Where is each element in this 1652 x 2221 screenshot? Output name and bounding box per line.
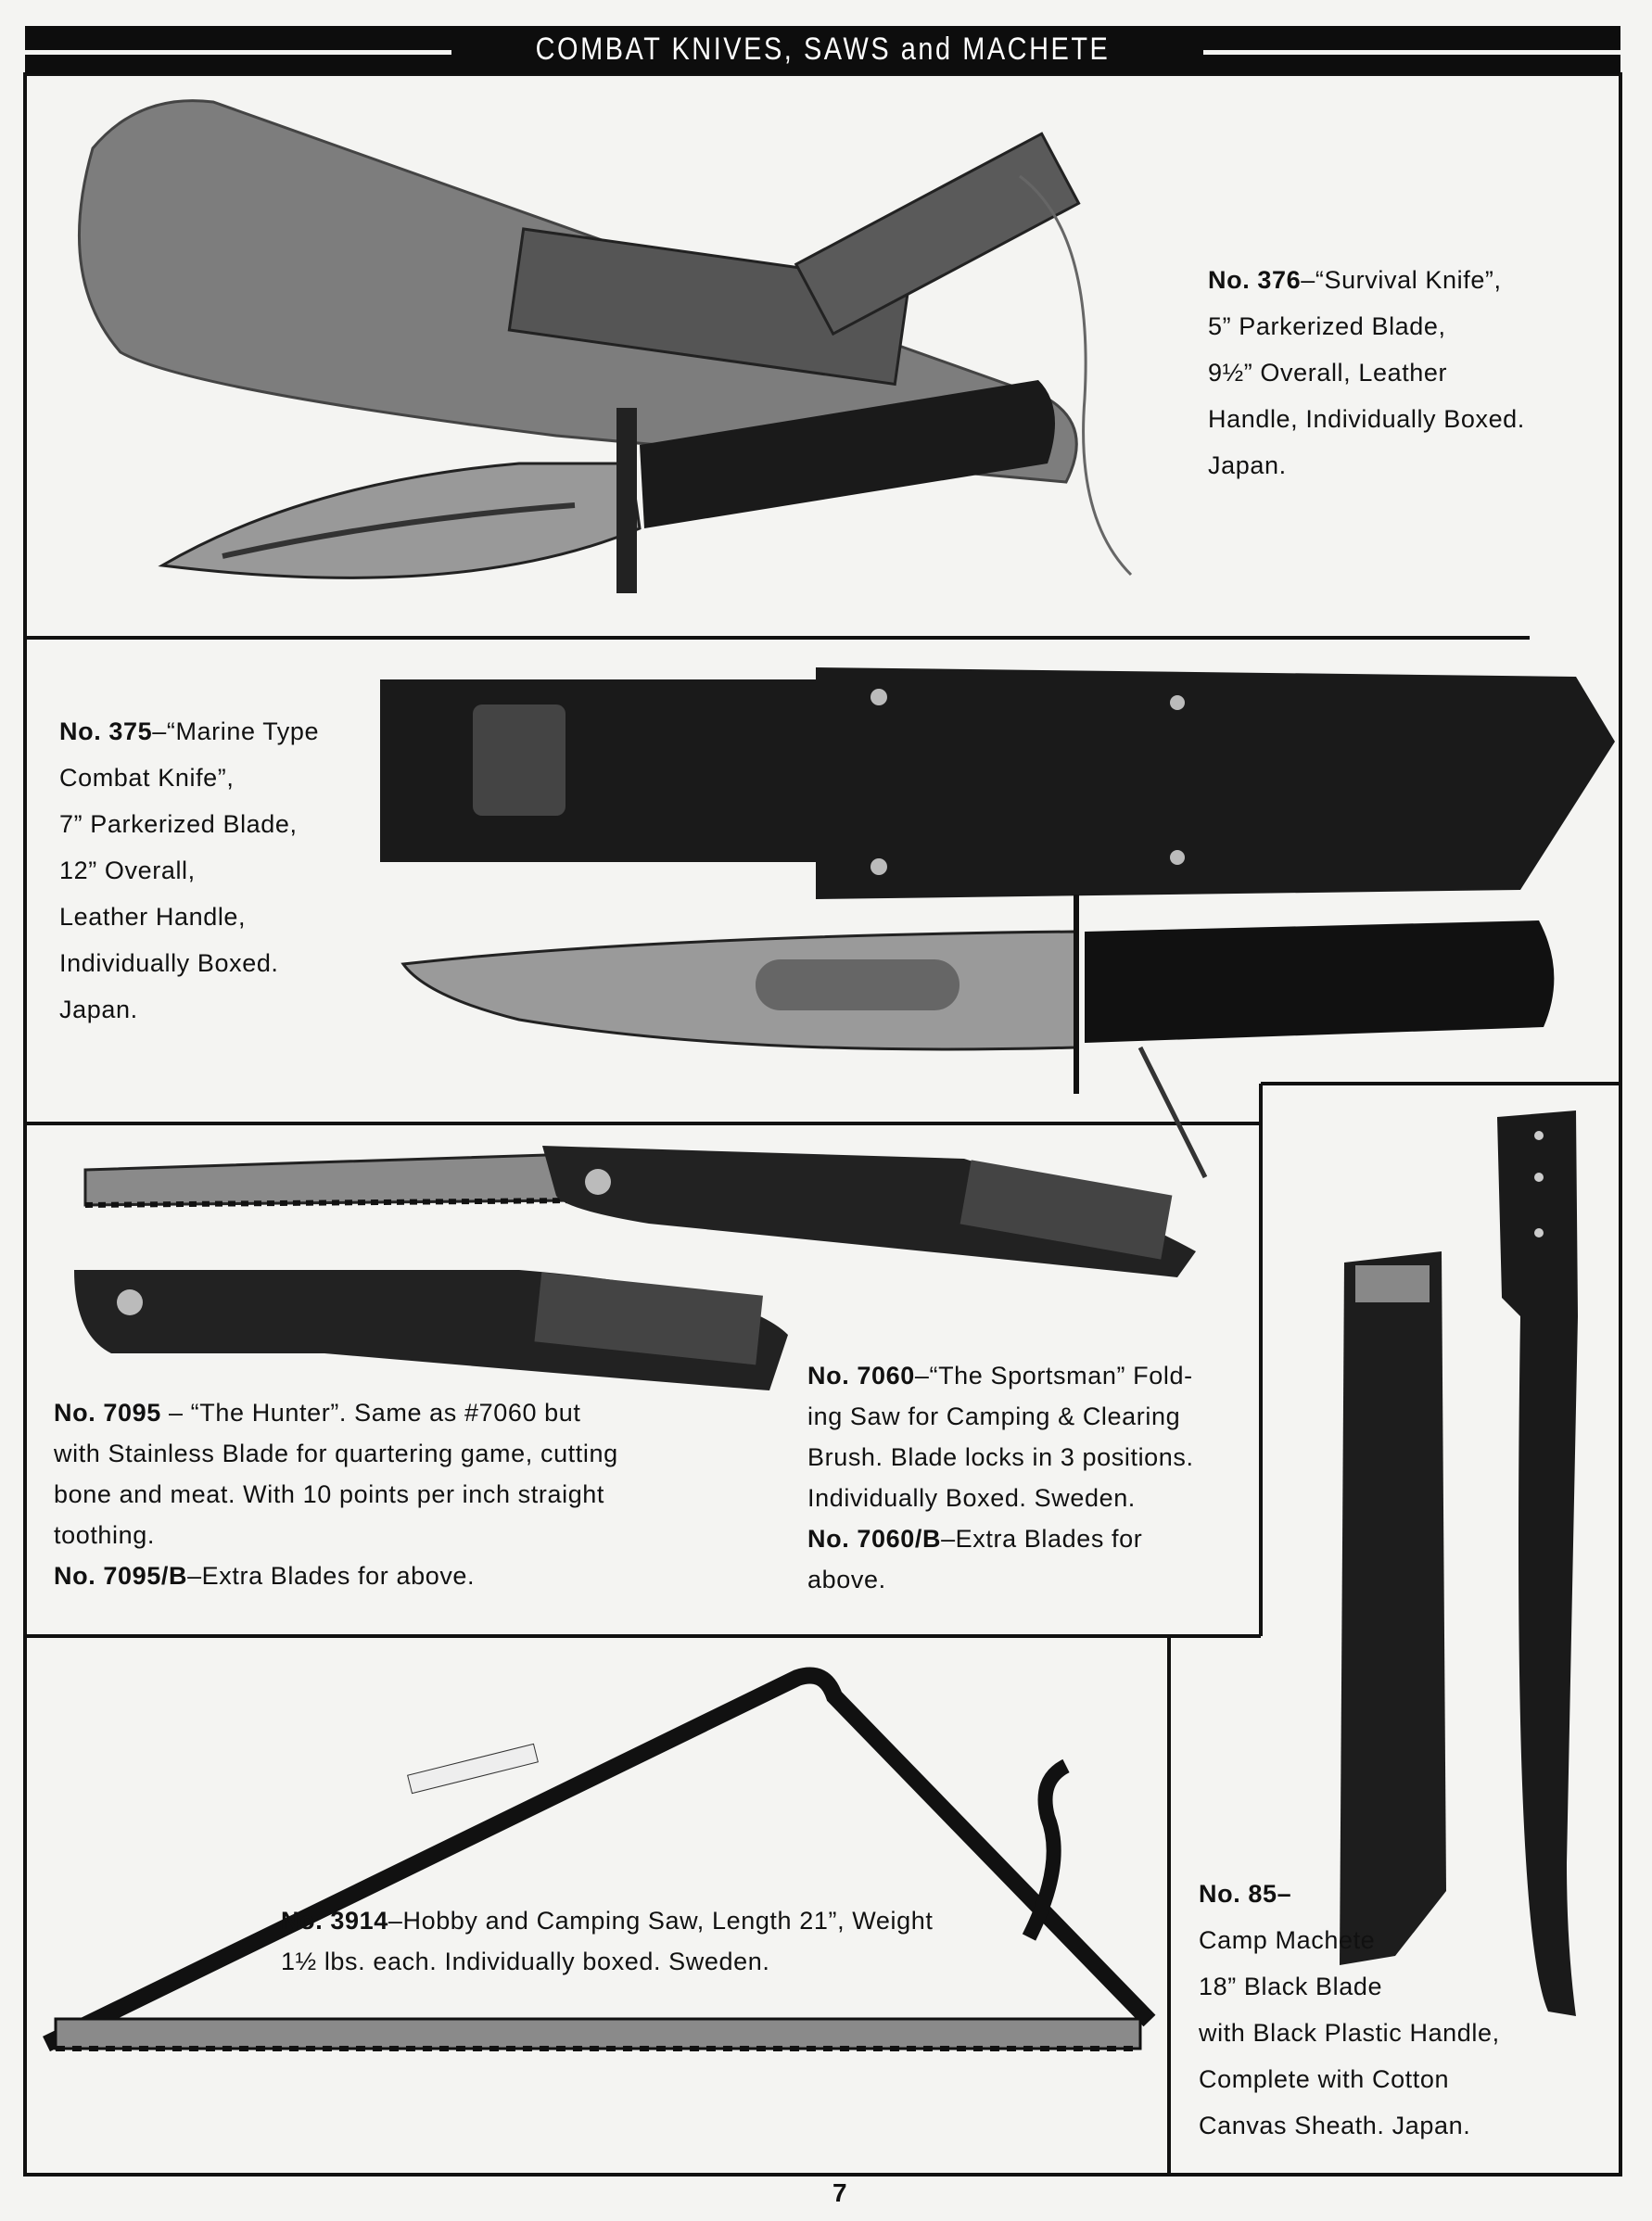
desc-line: Japan. bbox=[59, 996, 138, 1023]
desc-line: 7” Parkerized Blade, bbox=[59, 810, 298, 838]
item-375-description: No. 375–“Marine Type Combat Knife”, 7” P… bbox=[59, 708, 319, 1033]
item-85-description: No. 85– Camp Machete 18” Black Blade wit… bbox=[1199, 1871, 1500, 2149]
desc-line: toothing. bbox=[54, 1521, 155, 1549]
desc-line: Leather Handle, bbox=[59, 903, 247, 931]
marine-combat-knife-image bbox=[380, 667, 1615, 1179]
item-3914-description: No. 3914–Hobby and Camping Saw, Length 2… bbox=[281, 1900, 933, 1982]
desc-line: ing Saw for Camping & Clearing bbox=[807, 1402, 1181, 1430]
desc-line: Japan. bbox=[1208, 451, 1287, 479]
desc-line: –“Survival Knife”, bbox=[1301, 266, 1502, 294]
bow-saw-image bbox=[43, 1667, 1156, 2052]
desc-line: above. bbox=[807, 1566, 886, 1593]
desc-line: Combat Knife”, bbox=[59, 764, 235, 792]
item-number: No. 375 bbox=[59, 717, 153, 745]
page-number: 7 bbox=[832, 2178, 847, 2207]
item-376-description: No. 376–“Survival Knife”, 5” Parkerized … bbox=[1208, 257, 1525, 489]
page-title: COMBAT KNIVES, SAWS and MACHETE bbox=[535, 32, 1111, 67]
item-number: No. 7060/B bbox=[807, 1525, 942, 1553]
desc-line: –Hobby and Camping Saw, Length 21”, Weig… bbox=[388, 1907, 934, 1935]
desc-line: Individually Boxed. bbox=[59, 949, 279, 977]
header-rule-left bbox=[25, 50, 451, 55]
desc-line: Canvas Sheath. Japan. bbox=[1199, 2112, 1471, 2139]
desc-line: 9½” Overall, Leather bbox=[1208, 359, 1448, 387]
desc-line: Brush. Blade locks in 3 positions. bbox=[807, 1443, 1194, 1471]
survival-knife-image bbox=[77, 99, 1133, 593]
item-number: No. 3914 bbox=[281, 1907, 388, 1935]
camp-machete-image bbox=[1340, 1110, 1578, 2016]
desc-line: Handle, Individually Boxed. bbox=[1208, 405, 1525, 433]
header-rule-right bbox=[1203, 50, 1620, 55]
desc-line: 5” Parkerized Blade, bbox=[1208, 312, 1446, 340]
desc-line: with Black Plastic Handle, bbox=[1199, 2019, 1500, 2047]
desc-line: Complete with Cotton bbox=[1199, 2065, 1450, 2093]
desc-line: with Stainless Blade for quartering game… bbox=[54, 1440, 618, 1467]
desc-line: 12” Overall, bbox=[59, 857, 196, 884]
item-number: No. 7060 bbox=[807, 1362, 915, 1390]
desc-line: bone and meat. With 10 points per inch s… bbox=[54, 1480, 605, 1508]
desc-line: Individually Boxed. Sweden. bbox=[807, 1484, 1136, 1512]
desc-line: –Extra Blades for above. bbox=[187, 1562, 476, 1590]
item-7060-description: No. 7060–“The Sportsman” Fold- ing Saw f… bbox=[807, 1355, 1194, 1600]
desc-line: –Extra Blades for bbox=[941, 1525, 1143, 1553]
page-header: COMBAT KNIVES, SAWS and MACHETE bbox=[25, 26, 1620, 74]
desc-line: 18” Black Blade bbox=[1199, 1973, 1383, 2000]
item-number: No. 376 bbox=[1208, 266, 1302, 294]
hunter-folding-saw-image bbox=[74, 1270, 788, 1390]
item-number: No. 85– bbox=[1199, 1880, 1292, 1908]
item-number: No. 7095 bbox=[54, 1399, 161, 1427]
desc-line: –“Marine Type bbox=[152, 717, 320, 745]
desc-line: 1½ lbs. each. Individually boxed. Sweden… bbox=[281, 1948, 770, 1975]
sportsman-folding-saw-image bbox=[83, 1146, 1196, 1277]
item-number: No. 7095/B bbox=[54, 1562, 188, 1590]
desc-line: Camp Machete bbox=[1199, 1926, 1376, 1954]
desc-line: –“The Sportsman” Fold- bbox=[914, 1362, 1193, 1390]
desc-line: – “The Hunter”. Same as #7060 but bbox=[168, 1399, 581, 1427]
item-7095-description: No. 7095 – “The Hunter”. Same as #7060 b… bbox=[54, 1392, 618, 1596]
